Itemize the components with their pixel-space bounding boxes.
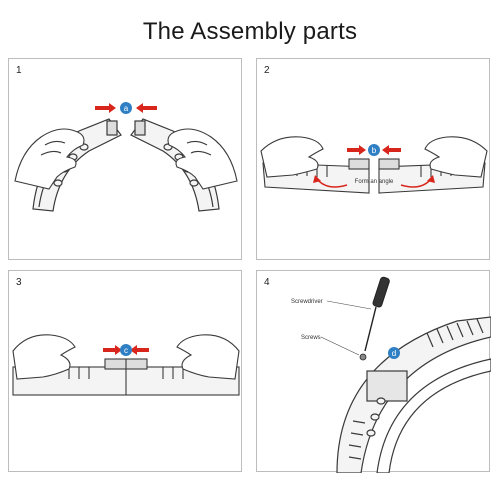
step-number: 3 <box>16 277 22 288</box>
step-panel-4: 4 Screwdriver Screws d <box>256 270 491 473</box>
screwdriver-label: Screwdriver <box>291 299 323 305</box>
push-arrow-left <box>347 145 366 155</box>
step-panel-1: 1 <box>8 58 242 260</box>
step-number: 1 <box>16 65 22 76</box>
right-hand <box>176 334 240 380</box>
screw-illustration <box>359 353 367 361</box>
step-panel-2: 2 Form an angle <box>256 58 490 260</box>
left-hand <box>260 136 324 178</box>
left-hand <box>14 128 85 190</box>
step-4-illustration: Screwdriver Screws d <box>291 276 491 473</box>
angle-caption: Form an angle <box>355 179 394 185</box>
badge-label: d <box>392 349 396 358</box>
right-hand <box>167 128 238 190</box>
step-3-illustration: c <box>12 334 240 396</box>
step-badge: c <box>120 344 132 356</box>
badge-label: a <box>124 104 129 113</box>
screws-leader-line <box>320 336 360 356</box>
step-badge: a <box>120 102 132 114</box>
screwdriver-leader-line <box>326 300 372 310</box>
push-arrow-right <box>130 345 149 355</box>
badge-label: b <box>372 146 377 155</box>
right-hand <box>424 136 488 178</box>
step-panel-3: 3 c <box>8 270 242 472</box>
left-hand <box>12 334 76 380</box>
step-badge: d <box>388 347 400 359</box>
push-arrow-left <box>103 345 122 355</box>
screws-label: Screws <box>301 335 321 341</box>
screwdriver-illustration <box>364 276 390 352</box>
push-arrow-left <box>95 103 116 113</box>
page-title: The Assembly parts <box>142 18 358 45</box>
step-number: 4 <box>264 277 270 288</box>
step-number: 2 <box>264 65 270 76</box>
step-2-illustration: Form an angle b <box>260 136 488 194</box>
push-arrow-right <box>382 145 401 155</box>
badge-label: c <box>124 346 128 355</box>
assembled-ring <box>336 316 491 473</box>
step-badge: b <box>368 144 380 156</box>
push-arrow-right <box>136 103 157 113</box>
step-1-illustration: a <box>14 102 238 212</box>
